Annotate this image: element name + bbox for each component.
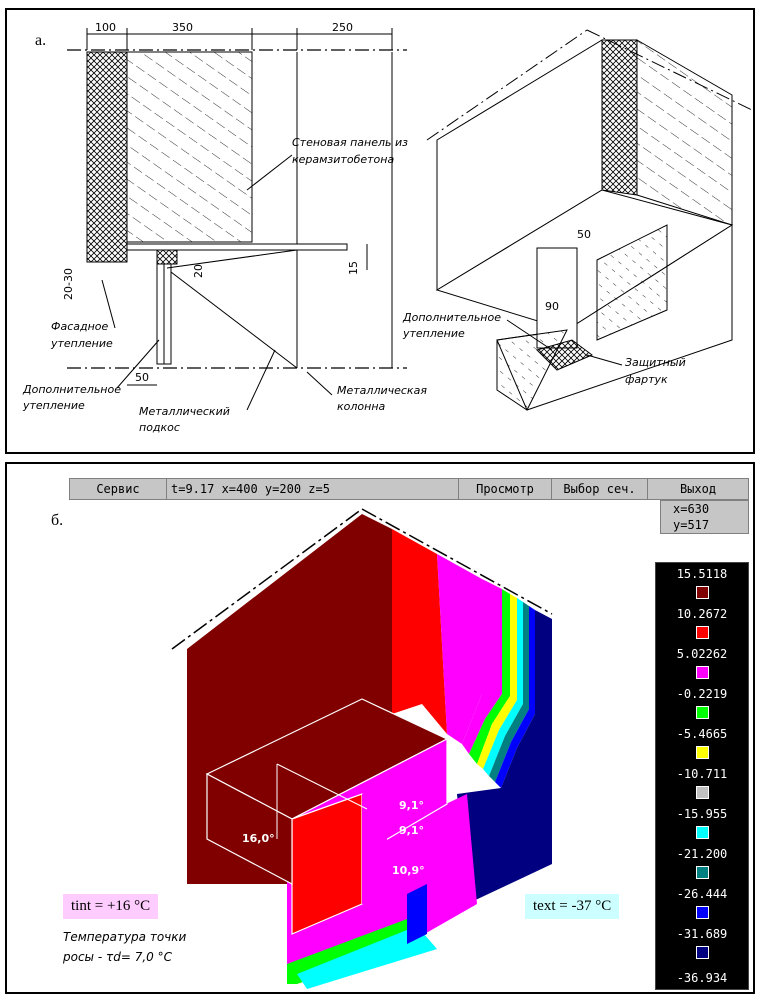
menubar: Сервис t=9.17 x=400 y=200 z=5 Просмотр В… bbox=[69, 478, 749, 500]
temp-label-4: 10,9° bbox=[392, 864, 425, 877]
color-legend: 15.5118 10.2672 5.02262 -0.2219 -5.4665 -10.7… bbox=[655, 562, 749, 990]
callout-addins-1: Дополнительное bbox=[22, 383, 121, 396]
legend-value: -15.955 bbox=[656, 807, 748, 821]
legend-value: 5.02262 bbox=[656, 647, 748, 661]
callout-facade-1: Фасадное bbox=[51, 320, 109, 333]
callout-addins-r1: Дополнительное bbox=[402, 311, 501, 324]
facade-insulation bbox=[86, 51, 128, 263]
callout-bracket-1: Металлический bbox=[139, 405, 230, 418]
legend-item: -5.4665 bbox=[656, 727, 748, 767]
callout-addins-r2: утепление bbox=[402, 327, 465, 340]
legend-min-value: -36.934 bbox=[676, 971, 728, 985]
dew-line-1: Температура точки bbox=[63, 930, 187, 944]
menu-view[interactable]: Просмотр bbox=[459, 479, 552, 499]
legend-swatch bbox=[696, 706, 709, 719]
legend-swatch bbox=[696, 666, 709, 679]
temp-label-3: 9,1° bbox=[399, 824, 424, 837]
wall-panel bbox=[126, 51, 253, 243]
legend-swatch bbox=[696, 586, 709, 599]
legend-item: 15.5118 bbox=[656, 567, 748, 607]
t-ext-box: text = -37 °C bbox=[525, 894, 620, 919]
thermal-field: 16,0° 9,1° 9,1° 10,9° bbox=[171, 508, 553, 989]
legend-value: -5.4665 bbox=[656, 727, 748, 741]
callout-addins-2: утепление bbox=[22, 399, 85, 412]
section-left: 100 350 250 15 20 20-30 50 bbox=[22, 21, 427, 434]
legend-value: -31.689 bbox=[656, 927, 748, 941]
callout-panel-1: Стеновая панель из bbox=[292, 136, 408, 149]
legend-item: -15.955 bbox=[656, 807, 748, 847]
panel-a-label: а. bbox=[35, 32, 47, 49]
callout-panel-2: керамзитобетона bbox=[292, 153, 394, 166]
legend-value: 10.2672 bbox=[656, 607, 748, 621]
menu-section-select[interactable]: Выбор сеч. bbox=[552, 479, 648, 499]
dim-20: 20 bbox=[192, 264, 205, 278]
callout-facade-2: утепление bbox=[50, 337, 113, 350]
legend-swatch bbox=[696, 786, 709, 799]
legend-value: -0.2219 bbox=[656, 687, 748, 701]
coord-y: y=517 bbox=[673, 518, 710, 532]
callout-apron-1: Защитный bbox=[625, 356, 686, 369]
legend-item: -10.711 bbox=[656, 767, 748, 807]
dew-point-note: Температура точки росы - τd= 7,0 °C bbox=[63, 927, 186, 967]
t-int-box: tint = +16 °C bbox=[63, 894, 159, 919]
status-readout: t=9.17 x=400 y=200 z=5 bbox=[167, 479, 459, 499]
legend-item: -31.689 bbox=[656, 927, 748, 967]
steel-plate bbox=[126, 243, 348, 251]
dim-50b: 50 bbox=[577, 228, 591, 241]
legend-swatch bbox=[696, 866, 709, 879]
menu-service[interactable]: Сервис bbox=[70, 479, 167, 499]
callout-column-2: колонна bbox=[337, 400, 386, 413]
legend-value: -21.200 bbox=[656, 847, 748, 861]
callout-bracket-2: подкос bbox=[139, 421, 180, 434]
legend-swatch bbox=[696, 626, 709, 639]
legend-value: 15.5118 bbox=[656, 567, 748, 581]
legend-swatch bbox=[696, 906, 709, 919]
isometric-right: 50 90 Дополнительное утепление Защитный … bbox=[402, 29, 753, 411]
callout-column-1: Металлическая bbox=[337, 384, 427, 397]
legend-item: 5.02262 bbox=[656, 647, 748, 687]
legend-swatch bbox=[696, 746, 709, 759]
callout-apron-2: фартук bbox=[625, 373, 668, 386]
thermal-panel-b: б. Сервис t=9.17 x=400 y=200 z=5 Просмот… bbox=[5, 462, 755, 994]
legend-swatch bbox=[696, 946, 709, 959]
panel-b-label: б. bbox=[51, 512, 64, 529]
wall-section-drawing: 100 350 250 15 20 20-30 50 bbox=[22, 21, 753, 434]
dim-100: 100 bbox=[95, 21, 116, 34]
legend-value: -26.444 bbox=[656, 887, 748, 901]
temp-label-1: 16,0° bbox=[242, 832, 275, 845]
coord-x: x=630 bbox=[673, 502, 710, 516]
dim-15: 15 bbox=[347, 261, 360, 275]
dim-90: 90 bbox=[545, 300, 559, 313]
dim-50: 50 bbox=[135, 371, 149, 384]
menu-exit[interactable]: Выход bbox=[679, 482, 717, 496]
drawing-panel-a: а. 100 350 250 bbox=[5, 8, 755, 454]
legend-item: -0.2219 bbox=[656, 687, 748, 727]
dim-250: 250 bbox=[332, 21, 353, 34]
legend-value: -10.711 bbox=[656, 767, 748, 781]
dim-20-30: 20-30 bbox=[62, 268, 75, 300]
legend-item: -21.200 bbox=[656, 847, 748, 887]
coords-readout: x=630 y=517 bbox=[660, 500, 749, 534]
temp-label-2: 9,1° bbox=[399, 799, 424, 812]
dew-line-2: росы - τd= 7,0 °C bbox=[63, 950, 172, 964]
dim-350: 350 bbox=[172, 21, 193, 34]
legend-swatch bbox=[696, 826, 709, 839]
legend-item: 10.2672 bbox=[656, 607, 748, 647]
legend-item: -26.444 bbox=[656, 887, 748, 927]
